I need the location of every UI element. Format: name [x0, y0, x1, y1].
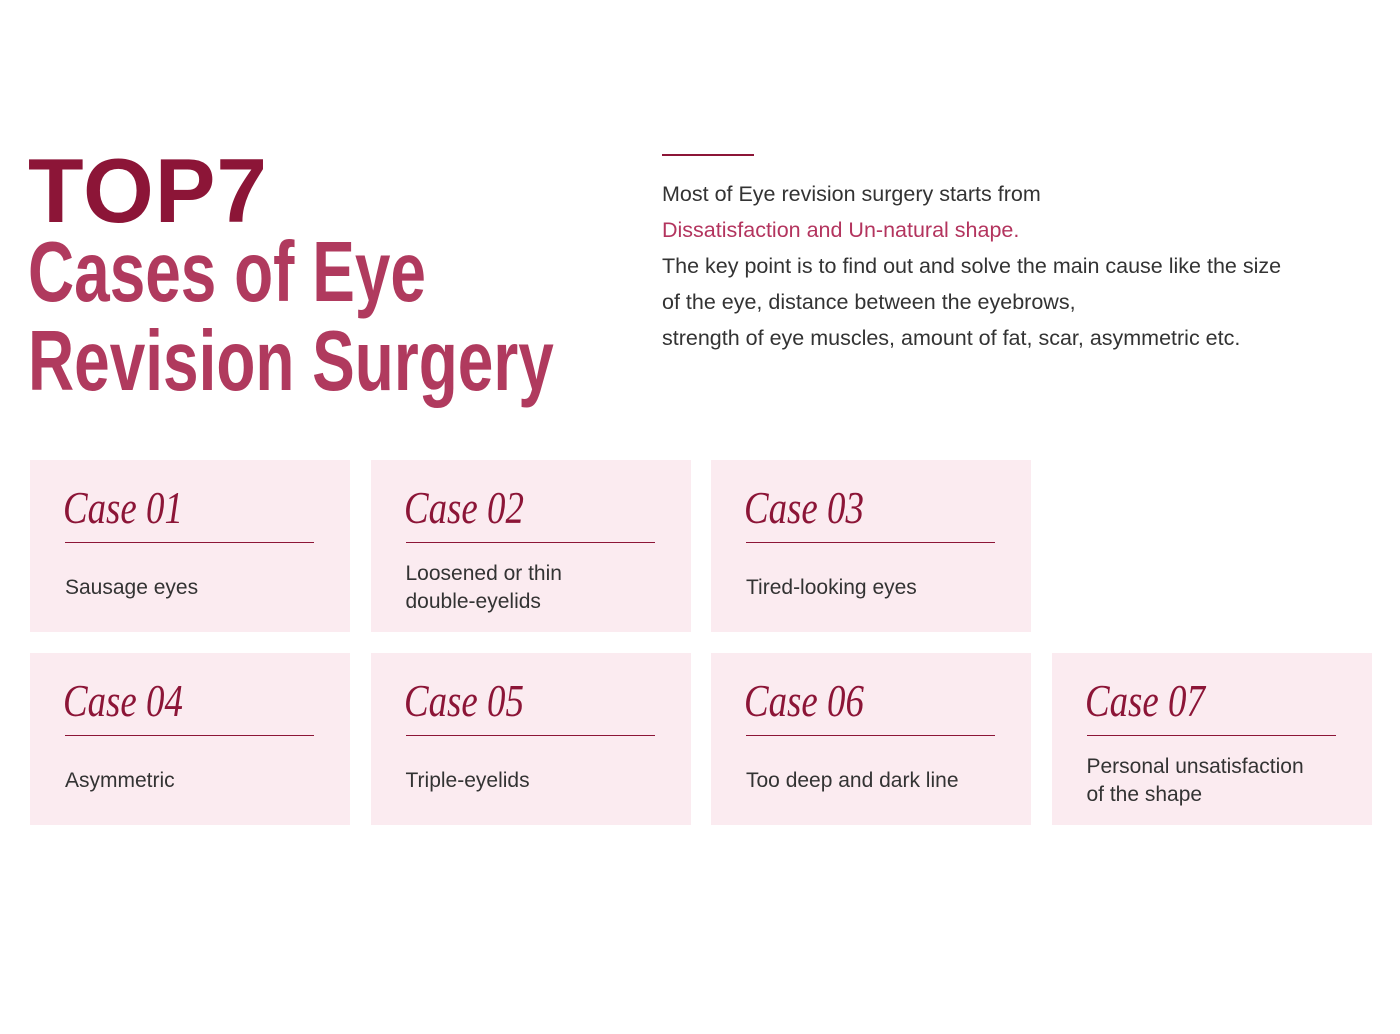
case-card-06: Case 06 Too deep and dark line [711, 653, 1031, 825]
case-card-02: Case 02 Loosened or thin double-eyelids [370, 460, 691, 632]
case-card-07: Case 07 Personal unsatisfaction of the s… [1051, 653, 1372, 825]
heading-line-2: Revision Surgery [28, 314, 554, 409]
case-description-line: Loosened or thin [405, 561, 562, 585]
case-description-line: Triple-eyelids [405, 768, 530, 792]
case-divider [65, 735, 314, 736]
case-label: Case 05 [403, 676, 524, 726]
case-divider [1086, 735, 1336, 736]
case-description: Asymmetric [65, 736, 330, 825]
case-card-05: Case 05 Triple-eyelids [370, 653, 691, 825]
case-row-2: Case 04 Asymmetric Case 05 Triple-eyelid… [30, 653, 1372, 825]
case-divider [65, 542, 314, 543]
case-card-01: Case 01 Sausage eyes [30, 460, 350, 632]
case-label: Case 01 [63, 483, 183, 533]
case-description: Too deep and dark line [746, 736, 1011, 825]
case-grid: Case 01 Sausage eyes Case 02 Loosened or… [30, 460, 1372, 825]
case-description-line: Too deep and dark line [746, 768, 959, 792]
case-description-line: Sausage eyes [65, 575, 199, 599]
case-divider [746, 735, 995, 736]
case-divider [405, 735, 655, 736]
case-label: Case 02 [403, 483, 524, 533]
intro-paragraph: Most of Eye revision surgery starts from… [662, 176, 1281, 356]
case-description-line: double-eyelids [405, 589, 541, 613]
heading-line-1: Cases of Eye [28, 225, 426, 320]
case-description-line: Personal unsatisfaction [1086, 754, 1304, 778]
case-divider [405, 542, 655, 543]
case-description: Personal unsatisfaction of the shape [1087, 736, 1352, 825]
case-divider [746, 542, 995, 543]
case-row-1: Case 01 Sausage eyes Case 02 Loosened or… [30, 460, 1372, 632]
case-description: Triple-eyelids [406, 736, 671, 825]
case-card-03: Case 03 Tired-looking eyes [711, 460, 1031, 632]
intro-line-1: Most of Eye revision surgery starts from [662, 182, 1041, 206]
case-label: Case 04 [63, 676, 183, 726]
case-description: Loosened or thin double-eyelids [406, 543, 671, 632]
case-description-line: of the shape [1086, 782, 1203, 806]
case-label: Case 03 [744, 483, 864, 533]
case-label: Case 06 [744, 676, 864, 726]
case-label: Case 07 [1084, 676, 1205, 726]
intro-highlight: Dissatisfaction and Un-natural shape. [662, 218, 1020, 242]
intro-line-4: of the eye, distance between the eyebrow… [662, 290, 1076, 314]
intro-line-5: strength of eye muscles, amount of fat, … [662, 326, 1241, 350]
case-description-line: Asymmetric [65, 768, 175, 792]
case-card-04: Case 04 Asymmetric [30, 653, 350, 825]
case-description: Tired-looking eyes [746, 543, 1011, 632]
case-description: Sausage eyes [65, 543, 330, 632]
intro-line-3: The key point is to find out and solve t… [662, 254, 1282, 278]
heading-top7: TOP7 [28, 141, 269, 242]
page-heading: TOP7 Cases of Eye Revision Surgery [28, 0, 628, 430]
case-description-line: Tired-looking eyes [746, 575, 917, 599]
intro-divider [662, 154, 754, 156]
